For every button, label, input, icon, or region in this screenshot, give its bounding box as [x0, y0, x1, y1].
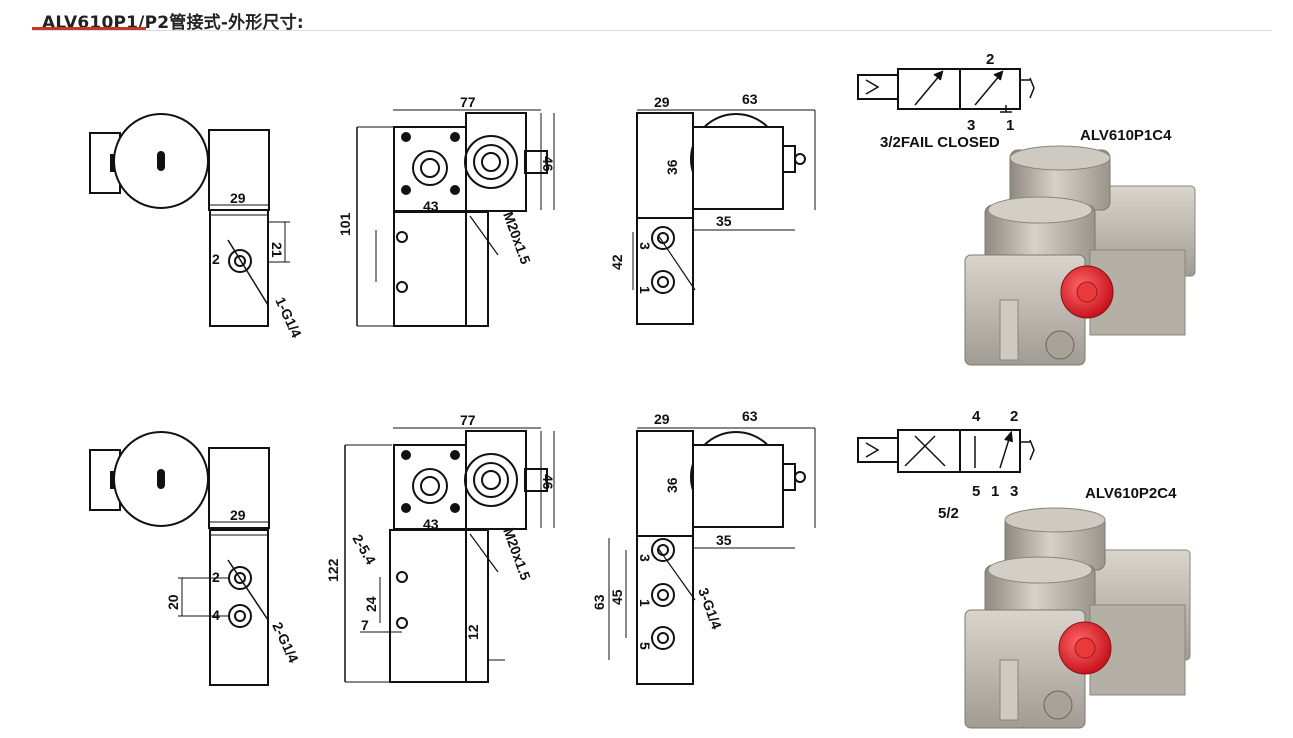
row2-side-port-label: 2-G1/4	[269, 620, 302, 666]
row2-front-dim-24: 24	[363, 596, 379, 612]
row2-right-dim-36: 36	[664, 477, 680, 493]
row1-front-dim-43: 43	[423, 198, 439, 214]
row1-symbol-port-3: 3	[967, 117, 975, 134]
row2-symbol-port-1: 1	[991, 483, 999, 500]
title-accent-underline	[32, 27, 146, 30]
row2-product-photo	[964, 507, 1191, 729]
row1-right-dim-36: 36	[664, 159, 680, 175]
row2-right-port-3: 3	[637, 554, 653, 562]
row1-right-port-1: 1	[637, 286, 653, 294]
row1-front-dim-77: 77	[460, 94, 476, 110]
row2-symbol-port-2: 2	[1010, 408, 1018, 425]
row1-right-dim-29: 29	[654, 94, 670, 110]
row1-right-dim-42: 42	[609, 254, 625, 270]
row2-right-port-1: 1	[637, 599, 653, 607]
row1-side-dim-21: 21	[269, 242, 285, 258]
row1-right-dim-35: 35	[716, 213, 732, 229]
row1-symbol-port-1: 1	[1006, 117, 1014, 134]
row2-side-dim-29: 29	[230, 507, 246, 523]
row1-side-port-label: 1-G1/4	[272, 295, 305, 341]
row2-symbol-port-3: 3	[1010, 483, 1018, 500]
section-heading: ALV610P1/P2管接式-外形尺寸:	[32, 6, 1272, 33]
row1-side-port-2: 2	[212, 251, 220, 267]
row2-front-thread: M20x1.5	[500, 526, 534, 583]
row2-right-dim-45: 45	[609, 589, 625, 605]
row1-front-thread: M20x1.5	[500, 210, 534, 267]
row2-model-label: ALV610P2C4	[1085, 485, 1177, 502]
row2-side-dim-20: 20	[165, 594, 181, 610]
row2-right-port-5: 5	[637, 642, 653, 650]
row1-side-dim-29: 29	[230, 190, 246, 206]
row2-right-port-label: 3-G1/4	[695, 586, 725, 632]
row2-front-dim-122: 122	[325, 558, 341, 582]
row2-front-dim-43: 43	[423, 516, 439, 532]
row2-valve-symbol	[857, 429, 1035, 473]
row2-right-dim-29: 29	[654, 411, 670, 427]
row2-right-dim-63: 63	[742, 408, 758, 424]
row2-right-dim-35: 35	[716, 532, 732, 548]
row1-right-port-3: 3	[637, 242, 653, 250]
row1-front-view	[356, 109, 555, 327]
row1-symbol-caption: 3/2FAIL CLOSED	[880, 134, 1000, 151]
row2-front-dim-12: 12	[465, 624, 481, 640]
row2-symbol-caption: 5/2	[938, 505, 959, 522]
row2-side-view	[89, 431, 270, 686]
row2-front-dim-7: 7	[361, 617, 369, 633]
row1-side-view	[89, 113, 290, 327]
row1-product-photo	[964, 145, 1196, 366]
row2-right-dim-63-vertical: 63	[591, 594, 607, 610]
row1-right-dim-63: 63	[742, 91, 758, 107]
row2-side-port-2: 2	[212, 569, 220, 585]
row1-symbol-port-2: 2	[986, 51, 994, 68]
row1-front-dim-101: 101	[337, 212, 353, 236]
row1-right-view	[632, 109, 816, 325]
row2-front-dim-46: 46	[540, 474, 556, 490]
row2-symbol-port-4: 4	[972, 408, 981, 425]
row2-right-view	[608, 427, 816, 685]
row1-front-dim-46: 46	[540, 156, 556, 172]
row2-side-port-4: 4	[212, 607, 220, 623]
row2-front-dim-77: 77	[460, 412, 476, 428]
row2-front-dim-2-5-4: 2-5.4	[349, 532, 379, 568]
row2-front-view	[344, 427, 555, 683]
row1-valve-symbol	[857, 68, 1035, 113]
row1-model-label: ALV610P1C4	[1080, 127, 1172, 144]
row2-symbol-port-5: 5	[972, 483, 980, 500]
